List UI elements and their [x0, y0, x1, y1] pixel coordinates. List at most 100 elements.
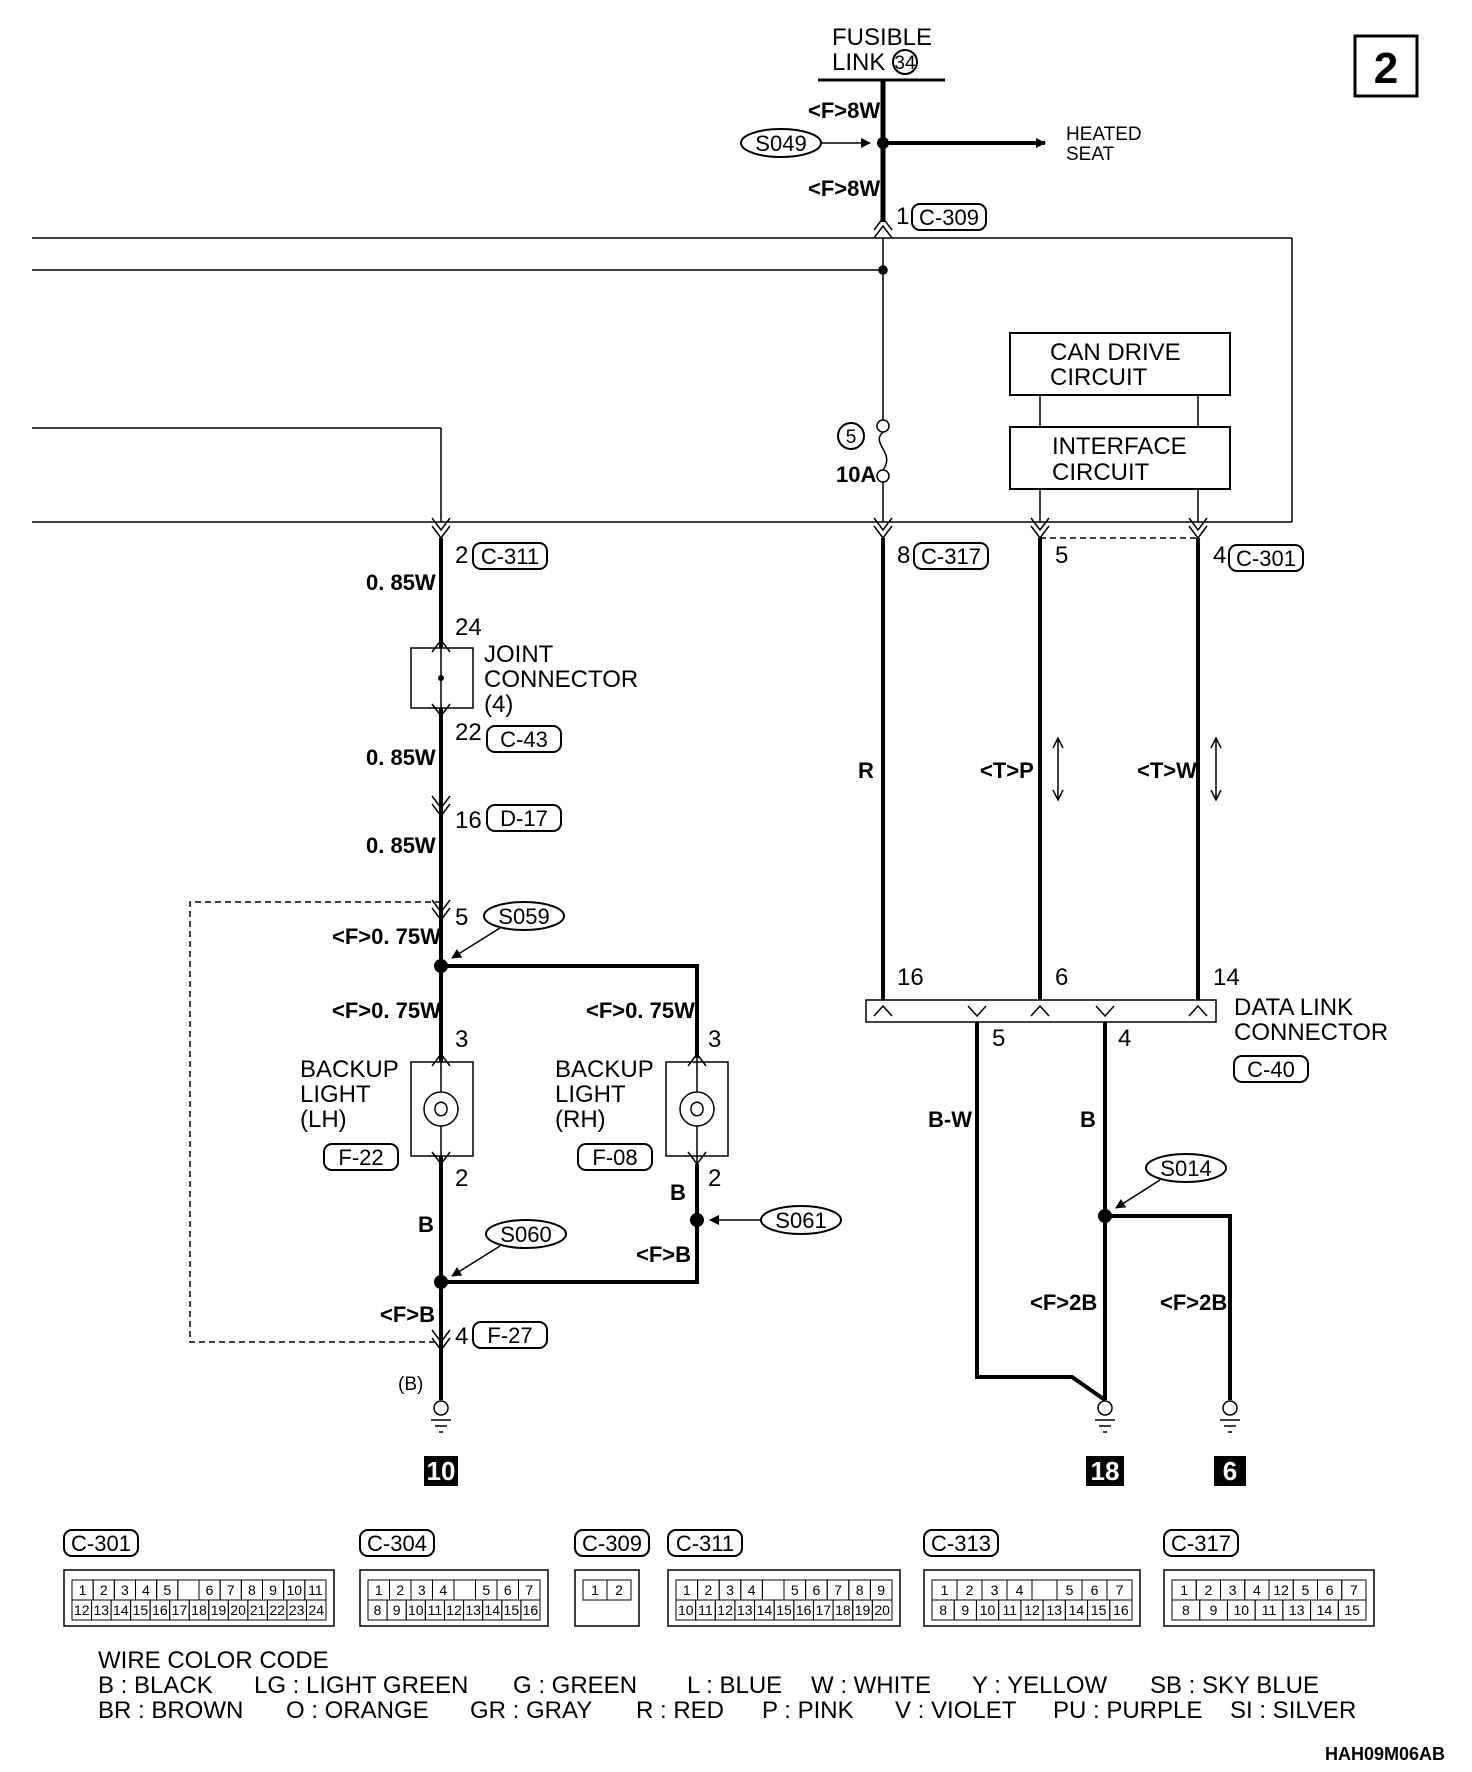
connector-d17-tag: D-17: [486, 804, 562, 832]
svg-text:LINK: LINK: [832, 49, 885, 76]
svg-text:BR : BROWN: BR : BROWN: [98, 1697, 243, 1724]
connector-pin: 16: [152, 1602, 168, 1618]
connector-pin: 11: [1262, 1602, 1277, 1618]
connector-pin: 15: [1091, 1602, 1107, 1618]
connector-pin: 22: [269, 1602, 285, 1618]
connector-pin: 4: [1253, 1582, 1261, 1598]
svg-text:24: 24: [455, 614, 482, 641]
svg-text:O : ORANGE: O : ORANGE: [286, 1697, 429, 1724]
wire-label-rh-fb: <F>B: [636, 1242, 691, 1267]
connector-pin: 1: [375, 1582, 383, 1598]
connector-pin: 12: [74, 1602, 90, 1618]
connector-pin: 5: [163, 1582, 171, 1598]
svg-text:22: 22: [455, 719, 482, 746]
connector-pin: 18: [191, 1602, 207, 1618]
svg-text:LIGHT: LIGHT: [300, 1081, 371, 1108]
connector-pin: 4: [748, 1582, 756, 1598]
svg-text:S049: S049: [755, 131, 806, 156]
wire-label-top-upper: <F>8W: [808, 98, 880, 123]
connector-pin: 10: [1233, 1602, 1249, 1618]
svg-text:5: 5: [455, 904, 468, 931]
svg-text:3: 3: [708, 1026, 721, 1053]
svg-text:2: 2: [708, 1165, 721, 1192]
connector-pin: 7: [1116, 1582, 1124, 1598]
wire-label-red: R: [858, 758, 874, 783]
connector-pin: 6: [206, 1582, 214, 1598]
wire-label-dl-b: B: [1080, 1107, 1096, 1132]
svg-text:CAN DRIVE: CAN DRIVE: [1050, 339, 1181, 366]
wire-label-rh-b: B: [670, 1180, 686, 1205]
connector-pin: 21: [250, 1602, 266, 1618]
connector-pin: 7: [227, 1582, 235, 1598]
connector-f27-tag: F-27: [472, 1321, 548, 1349]
connector-pin: 1: [591, 1582, 599, 1598]
splice-s059: S059: [451, 901, 565, 959]
splice-s060: S060: [451, 1219, 567, 1277]
connector-pin: 16: [796, 1602, 812, 1618]
connector-pin: 4: [1016, 1582, 1024, 1598]
svg-text:10: 10: [427, 1456, 456, 1486]
wire-label-lh-4: <F>0. 75W: [332, 924, 441, 949]
fusible-link: FUSIBLE LINK 34: [818, 24, 945, 82]
connector-pin: 15: [504, 1602, 520, 1618]
connector-pin: 2: [100, 1582, 108, 1598]
svg-text:Y : YELLOW: Y : YELLOW: [972, 1672, 1108, 1699]
svg-text:16: 16: [897, 964, 924, 991]
pin-c309: 1: [896, 203, 909, 230]
svg-text:LG : LIGHT GREEN: LG : LIGHT GREEN: [254, 1672, 468, 1699]
wire-color-code: WIRE COLOR CODE B : BLACK LG : LIGHT GRE…: [98, 1647, 1356, 1724]
connector-pin: 19: [855, 1602, 871, 1618]
svg-text:2: 2: [455, 1165, 468, 1192]
wire-label-lh-5: <F>0. 75W: [332, 998, 441, 1023]
connector-pin: 13: [737, 1602, 753, 1618]
heated-seat-label: HEATED SEAT: [1066, 124, 1142, 165]
connector-pin: 8: [248, 1582, 256, 1598]
svg-text:CONNECTOR: CONNECTOR: [1234, 1019, 1388, 1046]
connector-pin: 24: [308, 1602, 324, 1618]
svg-text:C-317: C-317: [921, 544, 981, 569]
svg-text:6: 6: [1223, 1456, 1237, 1486]
connector-pin: 2: [966, 1582, 974, 1598]
svg-text:C-309: C-309: [919, 205, 979, 230]
wire-label-ground-fb: <F>B: [380, 1302, 435, 1327]
connector-pin: 19: [211, 1602, 227, 1618]
connector-c309-tag: C-309: [911, 203, 987, 231]
ground-10: 10: [424, 1400, 458, 1486]
connector-pin: 18: [835, 1602, 851, 1618]
connector-f08-tag: F-08: [577, 1143, 653, 1171]
connector-pin: 14: [757, 1602, 773, 1618]
connector-pin: 2: [705, 1582, 713, 1598]
connector-pin: 11: [428, 1602, 443, 1618]
backup-light-lh: BACKUP LIGHT (LH): [300, 1052, 474, 1166]
svg-text:S059: S059: [498, 904, 549, 929]
page-number: 2: [1374, 44, 1398, 93]
svg-text:F-27: F-27: [487, 1323, 532, 1348]
svg-text:G : GREEN: G : GREEN: [513, 1672, 637, 1699]
svg-text:10A: 10A: [836, 462, 876, 487]
svg-text:6: 6: [1055, 964, 1068, 991]
connector-pin: 23: [289, 1602, 305, 1618]
connector-c40-tag: C-40: [1233, 1055, 1309, 1083]
connector-pin: 13: [1289, 1602, 1305, 1618]
svg-text:C-311: C-311: [481, 544, 539, 569]
connector-pin: 3: [991, 1582, 999, 1598]
connector-pin: 4: [439, 1582, 447, 1598]
connector-pin: 8: [856, 1582, 864, 1598]
svg-text:C-301: C-301: [1236, 546, 1296, 571]
connector-pin: 3: [121, 1582, 129, 1598]
wire-label-bw: B-W: [928, 1107, 972, 1132]
svg-text:JOINT: JOINT: [484, 641, 554, 668]
connector-c311-tag: C-311: [472, 542, 548, 570]
svg-text:5: 5: [992, 1025, 1005, 1052]
svg-text:R : RED: R : RED: [636, 1697, 724, 1724]
connector-pin: 1: [683, 1582, 691, 1598]
connector-pin: 11: [308, 1582, 323, 1598]
wire-label-lh-b: B: [418, 1212, 434, 1237]
svg-text:LIGHT: LIGHT: [555, 1081, 626, 1108]
connector-pin: 15: [1344, 1602, 1360, 1618]
connector-pin: 12: [446, 1602, 462, 1618]
connector-pin: 7: [1350, 1582, 1358, 1598]
svg-text:5: 5: [1055, 542, 1068, 569]
